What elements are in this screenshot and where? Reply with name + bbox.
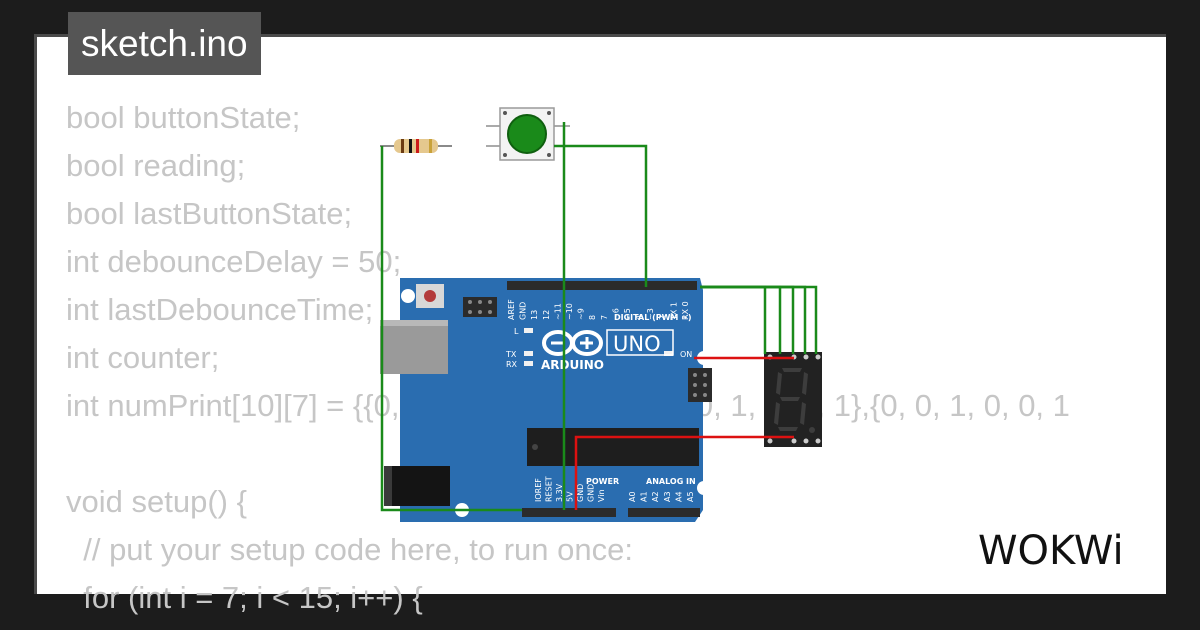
board-brand-label: ARDUINO — [541, 358, 604, 372]
power-label: POWER — [586, 477, 619, 486]
icsp-header-right — [688, 368, 712, 402]
wokwi-logo: WOKWi — [976, 522, 1152, 579]
pin-label: 5V — [566, 491, 575, 502]
pin-label: 4 — [635, 315, 644, 320]
red-wires — [574, 356, 794, 510]
pin-label: A1 — [640, 491, 649, 502]
pin-label: A3 — [663, 491, 672, 502]
pin-label: 3.3V — [555, 483, 564, 502]
pin-label: IOREF — [534, 478, 543, 502]
led-label: RX — [506, 360, 518, 369]
sketch-filename: sketch.ino — [68, 12, 261, 75]
code-line: bool lastButtonState; — [66, 196, 353, 231]
pin-label: GND — [587, 484, 596, 502]
code-line: int lastDebounceTime; — [66, 292, 374, 327]
board-reset-button[interactable] — [416, 284, 444, 308]
pin-label: Vin — [597, 489, 606, 502]
code-line: bool buttonState; — [66, 100, 301, 135]
power-jack — [384, 466, 450, 506]
arduino-infinity-logo — [542, 330, 603, 356]
pin-label: 7 — [600, 315, 609, 320]
pushbutton[interactable] — [486, 107, 570, 161]
pin-label: A5 — [686, 491, 695, 502]
code-line: bool reading; — [66, 148, 246, 183]
pin-label: A4 — [674, 491, 683, 502]
svg-text:WOKWi: WOKWi — [978, 528, 1124, 574]
pin-label: ~10 — [565, 303, 574, 320]
code-line: // put your setup code here, to run once… — [66, 532, 633, 567]
pin-label: 12 — [542, 310, 551, 320]
pin-label: GND — [576, 484, 585, 502]
code-line: int debounceDelay = 50; — [66, 244, 402, 279]
pin-label: 2 — [658, 315, 667, 320]
pin-label: RX 0 — [681, 301, 690, 320]
led-label: TX — [505, 350, 517, 359]
on-led-label: ON — [680, 350, 692, 359]
code-line: for (int i = 7; i < 15; i++) { — [66, 580, 423, 615]
green-wires — [380, 122, 818, 512]
usb-connector — [380, 320, 448, 374]
pin-label: ~9 — [577, 308, 586, 320]
status-leds: L TX RX — [505, 327, 673, 369]
board-model-label: UNO — [613, 332, 661, 356]
pin-label: AREF — [507, 299, 516, 320]
digital-pwm-label: DIGITAL (PWM ~) — [614, 313, 692, 322]
arduino-uno-board[interactable]: L TX RX UNO ARDUINO DIGITAL (PWM ~) ON P… — [380, 278, 712, 522]
led-label: L — [514, 327, 519, 336]
atmega-chip — [527, 428, 699, 466]
pin-label: 13 — [530, 310, 539, 320]
pin-label: A0 — [628, 491, 637, 502]
code-line: int counter; — [66, 340, 220, 375]
pin-label: ~11 — [553, 303, 562, 320]
digital-header — [507, 281, 697, 290]
resistor[interactable] — [380, 139, 452, 153]
analog-label: ANALOG IN — [646, 477, 696, 486]
pin-label: ~3 — [646, 308, 655, 320]
pin-label: RESET — [545, 476, 554, 502]
pin-label: ~5 — [623, 308, 632, 320]
code-line: void setup() { — [66, 484, 247, 519]
pin-label: 8 — [588, 315, 597, 320]
code-listing: bool buttonState; bool reading; bool las… — [66, 94, 1070, 622]
icsp-header-top — [463, 297, 497, 317]
analog-header — [628, 508, 700, 517]
pin-label: A2 — [651, 491, 660, 502]
pin-label: TX 1 — [669, 302, 678, 321]
pin-label: GND — [519, 302, 528, 320]
seven-segment-display[interactable] — [764, 352, 822, 447]
pin-label: ~6 — [611, 308, 620, 320]
power-header — [522, 508, 616, 517]
